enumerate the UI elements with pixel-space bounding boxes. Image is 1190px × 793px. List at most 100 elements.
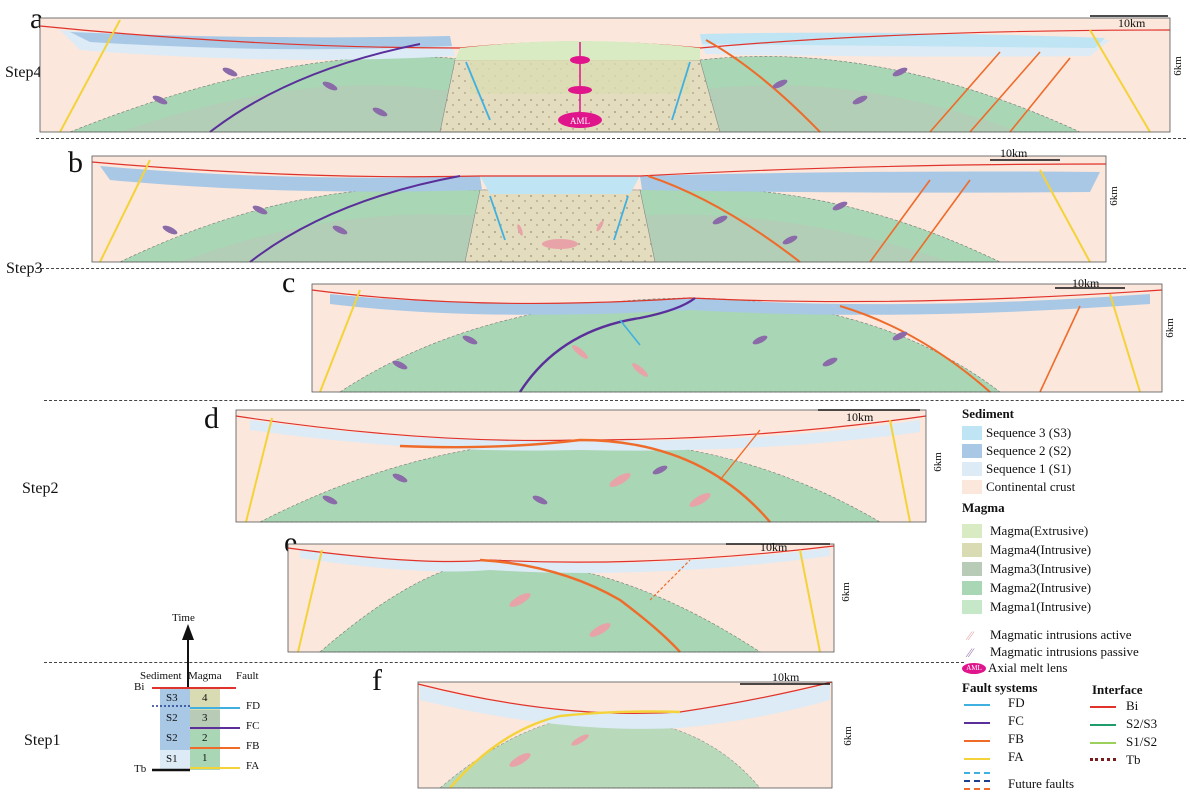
legend-swatch-s2 [962,444,982,458]
legend-swatch-m4 [962,543,982,557]
legend-item-intrusion-active: Magmatic intrusions active [990,627,1132,642]
timeline-axis-label: Time [172,612,195,624]
legend-magma-title: Magma [962,500,1005,515]
depth-label-c: 6km [1163,318,1176,338]
legend-swatch-m2 [962,581,982,595]
legend-item-intrusion-passive: Magmatic intrusions passive [990,644,1139,659]
timeline-sed-s3: S3 [166,692,178,704]
legend-item-tb: Tb [1126,752,1141,767]
legend-line-future-b [964,780,990,782]
separator-step2 [44,400,1184,401]
depth-label-a: 6km [1171,56,1184,76]
timeline-fault-fc: FC [246,720,260,732]
legend-item-s2s3: S2/S3 [1126,716,1158,731]
legend-item-m3: Magma3(Intrusive) [990,561,1092,576]
timeline-col-fault: Fault [236,670,259,682]
legend-swatch-s1 [962,462,982,476]
axial-melt-lens-icon: AML [962,663,986,674]
scale-label-c: 10km [1072,276,1100,290]
section-e [287,543,835,653]
timeline-col-sediment: Sediment [140,670,182,682]
scale-label-b: 10km [1000,146,1028,160]
timeline-magma-3: 3 [202,712,208,724]
step4-label: Step4 [5,64,42,81]
intrusion-passive-icon: ⁄⁄ [968,645,973,660]
section-a: AML [39,15,1171,133]
depth-label-f: 6km [841,726,854,746]
legend-swatch-s3 [962,426,982,440]
legend-fault-title: Fault systems [962,680,1038,695]
step3-label: Step3 [6,260,43,277]
legend-item-crust: Continental crust [986,479,1076,494]
depth-label-b: 6km [1107,186,1120,206]
timeline-diagram [152,624,240,772]
aml-label: AML [570,116,590,126]
timeline-sed-s1: S1 [166,753,178,765]
legend-line-fc [964,722,990,724]
legend-item-m4: Magma4(Intrusive) [990,542,1092,557]
timeline-fault-fb: FB [246,740,260,752]
legend-line-tb [1090,758,1116,761]
legend-line-s2s3 [1090,724,1116,726]
legend-item-s1s2: S1/S2 [1126,734,1158,749]
separator-step1 [44,662,964,663]
legend-swatch-m-ext [962,524,982,538]
scale-label-d: 10km [846,410,874,424]
separator-step4 [36,138,1186,139]
timeline-sed-s2a: S2 [166,712,178,724]
legend-item-fc: FC [1008,713,1024,728]
depth-label-e: 6km [839,582,852,602]
scale-label-e: 10km [760,540,788,554]
timeline-bottom-label: Tb [134,763,147,775]
separator-step3 [36,268,1186,269]
legend-item-aml: Axial melt lens [988,660,1068,675]
depth-label-d: 6km [931,452,944,472]
section-f [417,681,833,789]
legend-line-future-a [964,772,990,774]
legend-item-bi: Bi [1126,698,1139,713]
scale-label-f: 10km [772,670,800,684]
legend-swatch-m1 [962,600,982,614]
legend-item-m1: Magma1(Intrusive) [990,599,1092,614]
step2-label: Step2 [22,480,59,497]
timeline-magma-4: 4 [202,692,208,704]
timeline-top-label: Bi [134,681,145,693]
legend-item-m2: Magma2(Intrusive) [990,580,1092,595]
timeline-sed-s2b: S2 [166,732,178,744]
timeline-magma-2: 2 [202,732,208,744]
legend-interface-title: Interface [1092,682,1143,697]
legend-line-fa [964,758,990,760]
panel-letter-b: b [68,146,83,179]
panel-letter-c: c [282,266,296,299]
legend-item-s3: Sequence 3 (S3) [986,425,1072,440]
legend-line-fd [964,704,990,706]
panel-letter-f: f [372,664,382,697]
legend-item-m-ext: Magma(Extrusive) [990,523,1089,538]
timeline-fault-fd: FD [246,700,261,712]
legend: Sediment Sequence 3 (S3) Sequence 2 (S2)… [960,402,1188,792]
legend-item-fd: FD [1008,695,1025,710]
legend-line-bi [1090,706,1116,708]
section-d [235,409,927,523]
legend-sediment-title: Sediment [962,406,1014,421]
timeline-col-magma: Magma [188,670,222,682]
panel-letter-d: d [204,402,219,435]
legend-swatch-crust [962,480,982,494]
legend-item-fa: FA [1008,749,1024,764]
section-c [311,283,1163,393]
legend-item-s1: Sequence 1 (S1) [986,461,1072,476]
timeline-magma-1: 1 [202,752,208,764]
legend-line-s1s2 [1090,742,1116,744]
legend-line-future-c [964,788,990,790]
step1-label: Step1 [24,732,61,749]
timeline-fault-fa: FA [246,760,260,772]
scale-label-a: 10km [1118,16,1146,30]
section-b [91,155,1107,263]
legend-swatch-m3 [962,562,982,576]
legend-item-s2: Sequence 2 (S2) [986,443,1072,458]
intrusion-active-icon: ⁄⁄ [968,628,973,643]
legend-line-fb [964,740,990,742]
legend-item-fb: FB [1008,731,1024,746]
legend-item-future-faults: Future faults [1008,776,1075,791]
